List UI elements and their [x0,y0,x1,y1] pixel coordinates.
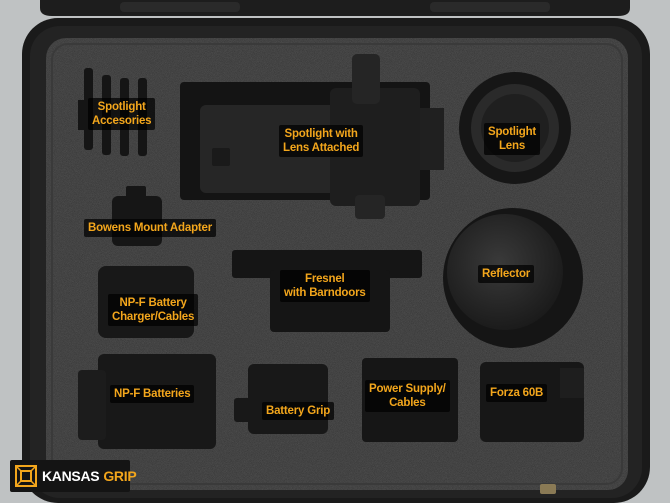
grip-logo-icon [15,465,37,487]
label-battery-grip: Battery Grip [262,402,335,420]
label-bowens-adapter: Bowens Mount Adapter [84,219,216,237]
label-fresnel: Fresnel with Barndoors [280,270,370,302]
logo-word-grip: GRIP [103,468,137,484]
label-forza: Forza 60B [486,384,548,402]
forza-cavity [480,362,584,442]
label-spotlight-with-lens: Spotlight with Lens Attached [279,125,364,157]
label-reflector: Reflector [478,265,535,283]
grip-cavity [234,364,328,434]
label-spotlight-accessories: Spotlight Accesories [88,98,156,130]
case-latch [540,484,556,494]
logo-word-kansas: KANSAS [42,468,100,484]
label-power-supply: Power Supply/ Cables [365,380,450,412]
label-npf-charger: NP-F Battery Charger/Cables [108,294,199,326]
label-npf-batteries: NP-F Batteries [110,385,195,403]
label-spotlight-lens: Spotlight Lens [484,123,541,155]
